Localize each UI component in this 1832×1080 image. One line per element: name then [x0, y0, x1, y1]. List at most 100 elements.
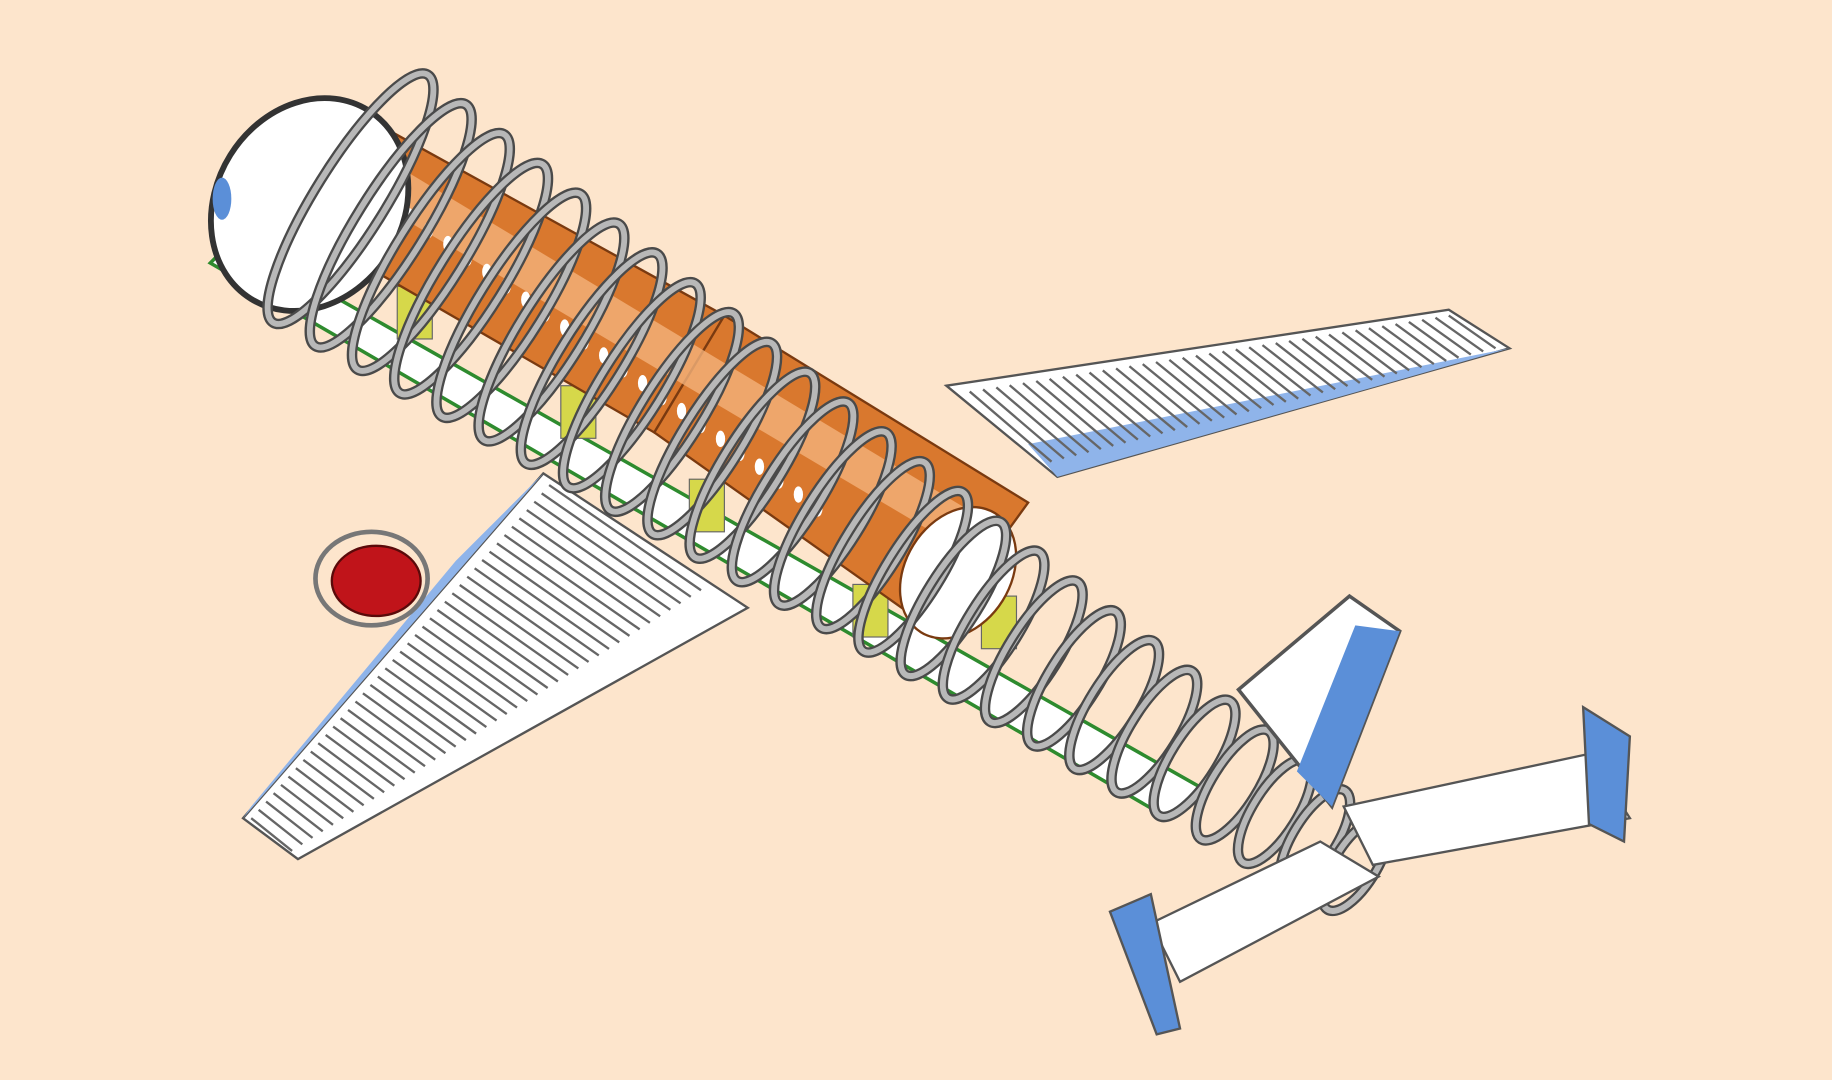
wing-rib	[1155, 361, 1225, 419]
wing-rib	[1075, 373, 1151, 438]
left-stabilizer-skin	[1149, 840, 1382, 984]
wing-rib	[1421, 318, 1472, 356]
fuselage-frame	[433, 189, 590, 421]
wing-rib	[496, 542, 631, 637]
wing-rib	[1368, 327, 1423, 369]
cabin-window	[754, 458, 765, 475]
wing-rib	[548, 484, 702, 592]
engine	[313, 529, 430, 628]
wing-rib	[1328, 333, 1386, 378]
fuselage-frame	[306, 100, 475, 351]
wing-rib	[1315, 335, 1373, 381]
fuselage-frame	[855, 488, 971, 656]
wing-rib	[414, 634, 518, 709]
wing-rib	[302, 758, 365, 807]
wing-rib	[332, 725, 406, 781]
fuselage-frame	[602, 309, 742, 515]
wing-rib	[347, 708, 426, 768]
fuselage-frame	[728, 398, 857, 586]
wing-rib	[1275, 342, 1336, 391]
wing-rib	[1408, 320, 1460, 359]
wing-rib	[1354, 329, 1410, 372]
wing-rib	[1022, 382, 1102, 450]
wing-rib	[399, 650, 498, 722]
wing-rib	[451, 592, 569, 676]
wing-rib	[1341, 331, 1398, 375]
wing-rib	[1062, 375, 1139, 441]
wing-rib	[1115, 367, 1188, 428]
wing-rib	[257, 808, 304, 846]
wing-rib	[1235, 348, 1299, 400]
wing-rib	[533, 500, 682, 605]
left-wing	[241, 471, 751, 861]
wing-rib	[459, 584, 580, 670]
right-wing	[943, 308, 1513, 479]
left-horizontal-stabilizer	[1108, 840, 1382, 1036]
wing-rib	[968, 390, 1053, 463]
left-stabilizer-tip-fin	[1108, 892, 1182, 1036]
engine-nacelle-frame	[313, 529, 430, 628]
fuselage-frame	[686, 368, 819, 562]
wing-rib	[369, 683, 457, 748]
wing-rib	[421, 625, 528, 702]
wing-rib	[436, 609, 549, 689]
wing-rib	[1168, 358, 1238, 416]
wing-rib	[518, 517, 661, 618]
wing-rib	[1088, 371, 1164, 435]
fuselage-frame	[264, 70, 437, 327]
wing-rib	[1141, 363, 1213, 422]
wing-rib	[317, 742, 385, 794]
wing-rib	[466, 575, 590, 663]
wing-rib	[392, 659, 488, 729]
cabin-highlight	[379, 169, 1005, 562]
wing-rib	[324, 733, 396, 787]
wing-rib	[1394, 323, 1447, 362]
fuselage-frame	[771, 428, 895, 609]
wing-rib	[287, 775, 344, 820]
right-wing-ribs	[968, 314, 1497, 463]
cabin-window	[793, 486, 804, 503]
wing-rib	[280, 783, 334, 826]
wing-rib	[362, 692, 447, 755]
wing-rib	[1448, 314, 1497, 350]
right-wing-leading-edge	[1028, 348, 1510, 477]
cabin-window	[676, 402, 687, 420]
cabin-window	[715, 430, 726, 448]
wing-rib	[481, 559, 610, 650]
vertical-stabilizer	[1236, 593, 1402, 810]
wing-rib	[503, 534, 641, 631]
wing-rib	[1181, 356, 1250, 413]
wing-rib	[310, 750, 375, 800]
right-stabilizer-skin	[1341, 752, 1632, 867]
wing-rib	[995, 386, 1077, 457]
wing-rib	[1381, 325, 1435, 366]
fuselage-frame	[813, 458, 933, 633]
engine-fan	[330, 544, 422, 618]
wing-rib	[541, 492, 692, 598]
nose-tip	[212, 177, 232, 220]
fuselage-frame	[475, 219, 628, 445]
wing-rib	[1128, 365, 1201, 425]
wing-rib	[488, 550, 620, 644]
wing-rib	[250, 817, 293, 852]
wing-rib	[1048, 378, 1127, 444]
left-wing-skin	[241, 471, 751, 861]
wing-rib	[406, 642, 508, 716]
wing-rib	[444, 600, 559, 683]
wing-rib	[1288, 339, 1349, 388]
wing-rib	[511, 525, 651, 624]
wing-rib	[1008, 384, 1090, 454]
wing-rib	[354, 700, 436, 761]
wing-rib	[1301, 337, 1361, 384]
wing-rib	[272, 792, 324, 833]
wing-rib	[982, 388, 1065, 460]
wing-rib	[1248, 346, 1312, 397]
wing-rib	[1434, 316, 1484, 353]
rudder	[1296, 625, 1400, 807]
fuselage-frame	[517, 249, 666, 468]
wing-rib	[1195, 354, 1262, 410]
fuselage-frame	[644, 338, 780, 539]
wing-rib	[339, 717, 416, 774]
wing-rib	[295, 767, 355, 813]
